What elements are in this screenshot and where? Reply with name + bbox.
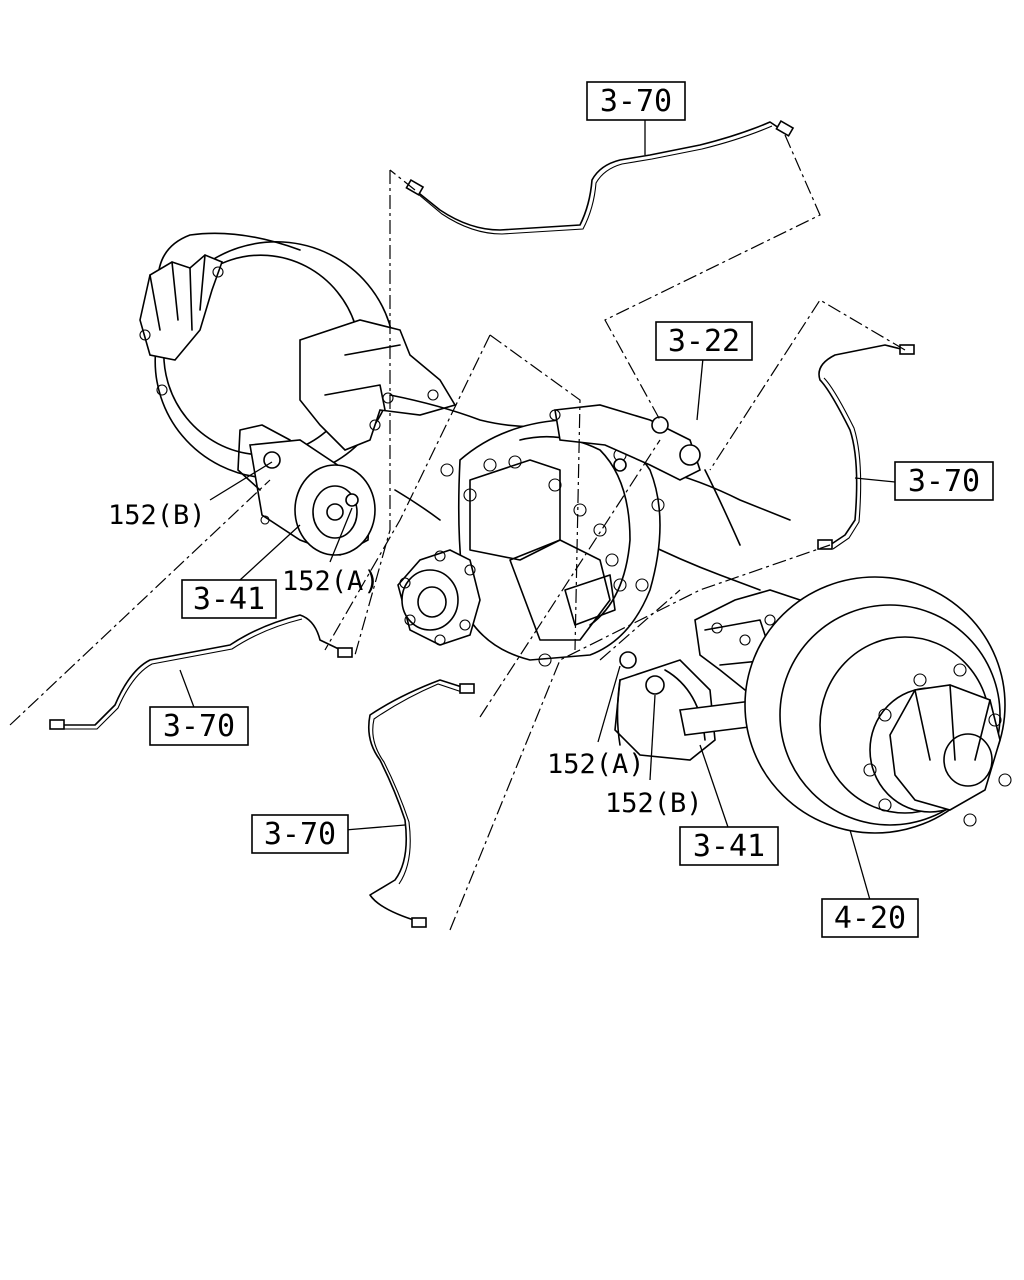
right-brake-chamber (614, 651, 766, 761)
pinion-flange (397, 549, 481, 646)
callout-3-22: 3-22 (655, 321, 753, 361)
callout-3-70-bottom: 3-70 (251, 814, 349, 854)
brake-pipe-bottom (367, 679, 475, 928)
label-152a-left: 152(A) (282, 566, 380, 597)
right-brake-drum (744, 576, 1012, 834)
callout-3-70-right: 3-70 (894, 461, 994, 501)
label-152b-left: 152(B) (108, 500, 206, 531)
brake-pipe-top (405, 119, 795, 235)
callout-text: 3-70 (600, 84, 672, 119)
callout-3-41-left: 3-41 (181, 579, 277, 619)
callout-text: 3-22 (668, 324, 740, 359)
label-152b-right: 152(B) (605, 788, 703, 819)
left-spring-seat (299, 319, 457, 451)
callout-text: 3-70 (163, 709, 235, 744)
leader-lines (9, 134, 906, 931)
callout-text: 3-41 (693, 829, 765, 864)
label-152a-right: 152(A) (547, 749, 645, 780)
callout-3-41-right: 3-41 (679, 826, 779, 866)
left-brake-chamber (237, 424, 376, 556)
callout-text: 3-70 (908, 464, 980, 499)
callout-4-20: 4-20 (821, 898, 919, 938)
callout-text: 3-41 (193, 582, 265, 617)
brake-pipe-right (817, 344, 915, 550)
brake-pipe-left (49, 614, 353, 730)
differential-carrier (440, 419, 665, 667)
callout-3-70-top: 3-70 (586, 81, 686, 121)
callout-3-70-left: 3-70 (149, 706, 249, 746)
callout-text: 4-20 (834, 901, 906, 936)
brake-relay-valve (549, 404, 701, 481)
callout-text: 3-70 (264, 817, 336, 852)
callout-leaders (179, 120, 896, 901)
